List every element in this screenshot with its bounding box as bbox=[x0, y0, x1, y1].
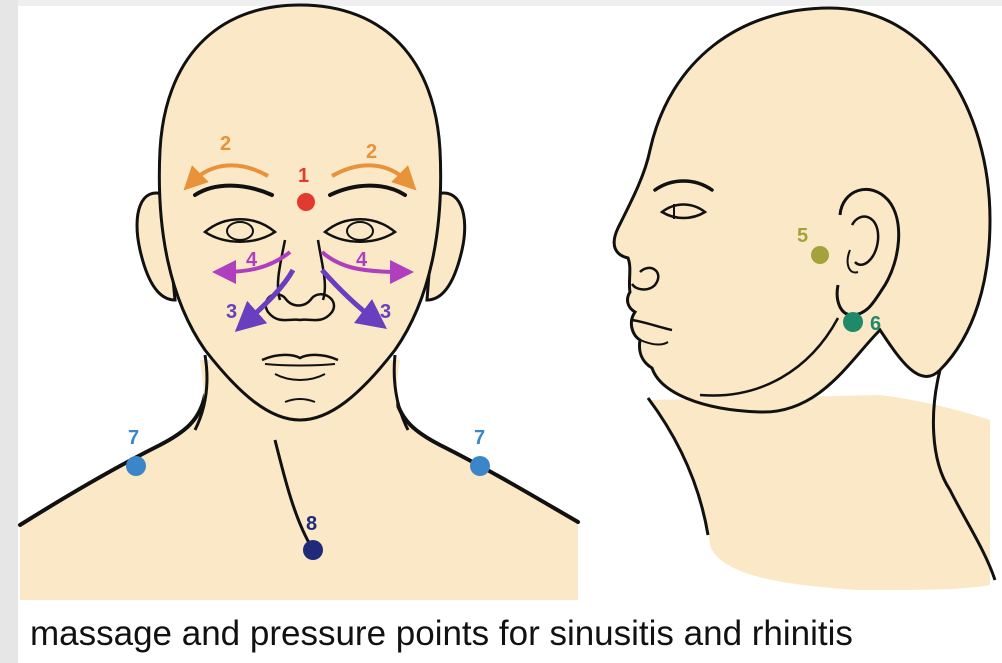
pressure-point-5-dot bbox=[811, 246, 829, 264]
side-view-figure bbox=[614, 8, 995, 590]
pressure-point-7-left-dot bbox=[126, 456, 146, 476]
point-label-1: 1 bbox=[298, 165, 309, 187]
point-label-3-left: 3 bbox=[226, 301, 237, 323]
front-view-figure bbox=[20, 5, 578, 600]
point-label-4-left: 4 bbox=[246, 249, 258, 271]
pressure-point-1-dot bbox=[297, 193, 315, 211]
point-label-5: 5 bbox=[797, 225, 808, 247]
pressure-points-diagram: 1 2 2 4 4 3 3 5 6 7 7 8 bbox=[0, 0, 1002, 600]
point-label-2-left: 2 bbox=[220, 133, 231, 155]
side-neck bbox=[650, 395, 990, 590]
point-label-4-right: 4 bbox=[356, 249, 368, 271]
point-label-6: 6 bbox=[870, 313, 881, 335]
pressure-point-7-right-dot bbox=[470, 456, 490, 476]
point-label-7-left: 7 bbox=[128, 427, 139, 449]
point-label-3-right: 3 bbox=[380, 301, 391, 323]
figure-caption: massage and pressure points for sinusiti… bbox=[30, 612, 990, 656]
point-label-2-right: 2 bbox=[366, 141, 377, 163]
pressure-point-6-dot bbox=[843, 312, 863, 332]
point-label-7-right: 7 bbox=[474, 427, 485, 449]
pressure-point-8-dot bbox=[303, 540, 323, 560]
point-label-8: 8 bbox=[306, 513, 317, 535]
